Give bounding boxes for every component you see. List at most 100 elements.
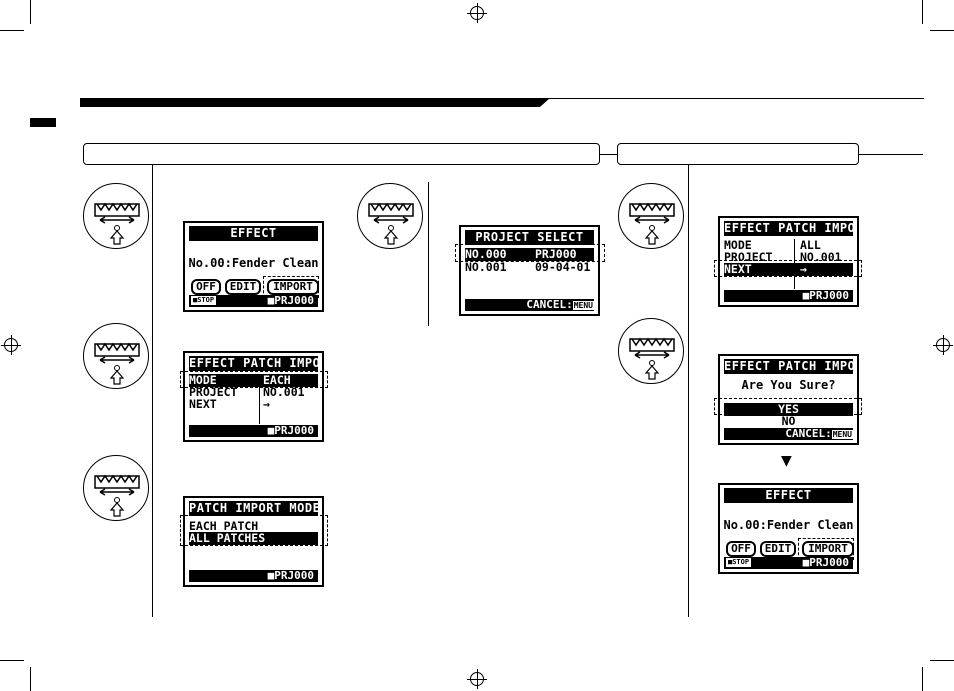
crop-mark bbox=[30, 667, 31, 691]
option-each-patch[interactable]: EACH PATCH bbox=[189, 519, 259, 533]
crop-mark bbox=[30, 0, 31, 24]
project-row[interactable]: NO.001 09-04-01 bbox=[465, 261, 594, 274]
registration-mark bbox=[467, 3, 487, 23]
lcd-title: EFFECT bbox=[724, 488, 853, 503]
project-indicator: ■PRJ000 bbox=[267, 294, 314, 307]
registration-mark bbox=[467, 669, 487, 689]
crop-mark bbox=[922, 667, 923, 691]
crop-mark bbox=[930, 30, 954, 31]
selection-highlight bbox=[714, 398, 862, 415]
project-name: 09-04-01 bbox=[535, 260, 591, 274]
lcd-effect-screen: EFFECT No.00:Fender Clean OFF EDIT IMPOR… bbox=[183, 221, 324, 312]
project-indicator: ■PRJ000 bbox=[267, 569, 314, 582]
crop-mark bbox=[922, 0, 923, 24]
tab-connector bbox=[859, 154, 923, 155]
lcd-footer: ■PRJ000 bbox=[189, 425, 318, 437]
off-button[interactable]: OFF bbox=[726, 541, 756, 557]
lcd-footer: ■STOP ■PRJ000 bbox=[724, 557, 853, 569]
row-label: NEXT bbox=[724, 262, 752, 276]
row-value: NO.001 bbox=[263, 385, 305, 399]
lcd-footer: ■PRJ000 bbox=[724, 290, 853, 302]
lcd-footer: ■STOP ■PRJ000 bbox=[189, 295, 318, 307]
registration-mark bbox=[933, 335, 953, 355]
header-bar bbox=[80, 98, 924, 107]
mode-row[interactable]: MODE ALL bbox=[724, 239, 853, 252]
cancel-label: CANCEL: bbox=[526, 298, 573, 311]
selection-highlight bbox=[455, 244, 605, 262]
row-label: PROJECT bbox=[189, 385, 238, 399]
lcd-effect-final-screen: EFFECT No.00:Fender Clean OFF EDIT IMPOR… bbox=[718, 483, 859, 574]
row-label: NEXT bbox=[189, 397, 217, 411]
row-value: ALL bbox=[800, 238, 821, 252]
dial-glyph-icon bbox=[368, 202, 414, 245]
lcd-confirm-screen: EFFECT PATCH IMPORT Are You Sure? YES NO… bbox=[718, 354, 859, 445]
crop-mark bbox=[0, 30, 24, 31]
lcd-patch-import-screen: EFFECT PATCH IMPORT MODE EACH PROJECT NO… bbox=[183, 351, 324, 442]
lcd-title: PATCH IMPORT MODE bbox=[189, 501, 321, 516]
project-number: NO.000 bbox=[465, 247, 507, 261]
next-row[interactable]: NEXT → bbox=[189, 398, 318, 411]
section-tab-right bbox=[617, 143, 859, 165]
menu-key-tag: MENU bbox=[572, 300, 594, 310]
dial-icon bbox=[618, 318, 684, 384]
lcd-footer: CANCEL:MENU bbox=[465, 299, 594, 311]
confirm-question: Are You Sure? bbox=[741, 378, 836, 392]
dial-icon bbox=[618, 183, 684, 249]
lcd-patch-import-all-screen: EFFECT PATCH IMPORT MODE ALL PROJECT NO.… bbox=[718, 216, 859, 307]
crop-mark bbox=[0, 660, 24, 661]
tab-connector bbox=[600, 154, 617, 155]
project-indicator: ■PRJ000 bbox=[802, 556, 849, 569]
dial-glyph-icon bbox=[629, 202, 675, 245]
project-indicator: ■PRJ000 bbox=[802, 289, 849, 302]
dial-glyph-icon bbox=[94, 342, 140, 385]
crop-mark bbox=[930, 660, 954, 661]
edit-button[interactable]: EDIT bbox=[760, 541, 796, 557]
dial-icon bbox=[83, 323, 149, 389]
lcd-title: EFFECT bbox=[189, 226, 318, 241]
selection-highlight bbox=[714, 260, 862, 277]
dial-glyph-icon bbox=[94, 202, 140, 245]
patch-name: No.00:Fender Clean bbox=[188, 256, 319, 270]
yes-option[interactable]: YES bbox=[724, 403, 853, 416]
project-row[interactable]: PROJECT NO.001 bbox=[189, 386, 318, 399]
project-row-selected[interactable]: NO.000 PRJ000 bbox=[465, 248, 594, 261]
project-name: PRJ000 bbox=[535, 247, 577, 261]
lcd-project-select-screen: PROJECT SELECT NO.000 PRJ000 NO.001 09-0… bbox=[459, 225, 600, 316]
page-tab-marker bbox=[30, 118, 56, 127]
lcd-footer: ■PRJ000 bbox=[189, 570, 318, 582]
stop-indicator: ■STOP bbox=[726, 558, 752, 567]
dial-glyph-icon bbox=[94, 474, 140, 517]
next-row[interactable]: NEXT → bbox=[724, 263, 853, 276]
lcd-title: EFFECT PATCH IMPORT bbox=[724, 221, 859, 236]
no-option[interactable]: NO bbox=[781, 414, 796, 428]
row-value: → bbox=[263, 397, 270, 411]
registration-mark bbox=[1, 335, 21, 355]
project-number: NO.001 bbox=[465, 260, 507, 274]
column-divider bbox=[152, 165, 153, 617]
menu-key-tag: MENU bbox=[831, 429, 853, 439]
patch-name: No.00:Fender Clean bbox=[723, 518, 854, 532]
mode-row[interactable]: MODE EACH bbox=[189, 374, 318, 387]
option-all-patches[interactable]: ALL PATCHES bbox=[189, 532, 318, 545]
lcd-title: EFFECT PATCH IMPORT bbox=[189, 356, 324, 371]
column-split bbox=[259, 374, 260, 424]
column-divider bbox=[688, 165, 689, 617]
dial-icon bbox=[357, 183, 423, 249]
dial-icon bbox=[83, 183, 149, 249]
stop-indicator: ■STOP bbox=[191, 296, 217, 305]
edit-button[interactable]: EDIT bbox=[225, 279, 261, 295]
row-label: MODE bbox=[724, 238, 752, 252]
lcd-patch-import-mode-screen: PATCH IMPORT MODE EACH PATCH ALL PATCHES… bbox=[183, 496, 324, 587]
off-button[interactable]: OFF bbox=[191, 279, 221, 295]
cancel-label: CANCEL: bbox=[785, 427, 832, 440]
down-arrow-icon: ▼ bbox=[781, 453, 792, 469]
dial-icon bbox=[83, 455, 149, 521]
selection-highlight bbox=[180, 371, 328, 388]
row-label: MODE bbox=[189, 373, 217, 387]
row-value: EACH bbox=[263, 373, 291, 387]
row-value: → bbox=[800, 262, 807, 276]
lcd-title: EFFECT PATCH IMPORT bbox=[724, 359, 859, 374]
selection-highlight bbox=[180, 515, 328, 546]
dial-glyph-icon bbox=[629, 337, 675, 380]
project-indicator: ■PRJ000 bbox=[267, 424, 314, 437]
